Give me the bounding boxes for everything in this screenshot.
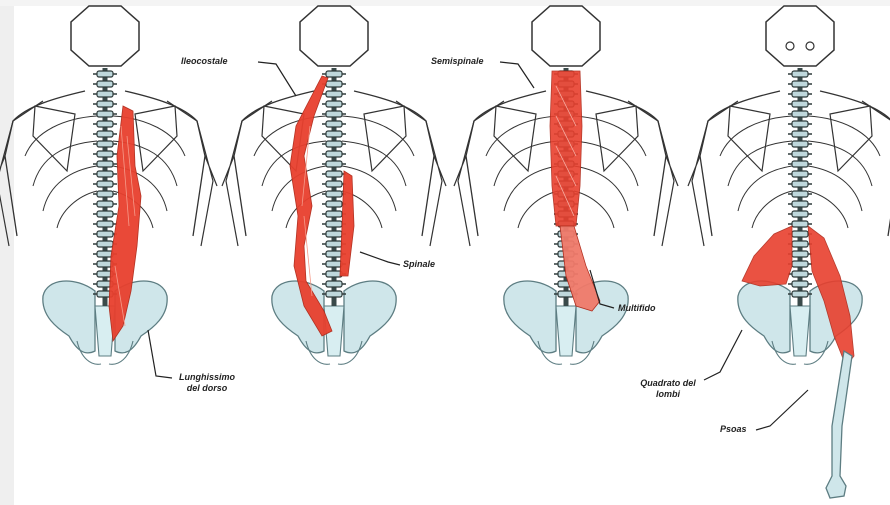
label-quadrato: Quadrato del lombi — [626, 378, 710, 400]
muscle-spinale — [340, 171, 354, 276]
label-ileocostale: Ileocostale — [181, 56, 228, 67]
muscle-quadrato-lombi — [742, 226, 792, 286]
figure-quadrato-psoas — [688, 6, 890, 498]
label-quadrato-line2: lombi — [626, 389, 710, 400]
label-quadrato-line1: Quadrato del — [626, 378, 710, 389]
femur — [826, 351, 852, 498]
label-psoas: Psoas — [720, 424, 747, 435]
figure-ileocostale — [222, 6, 446, 364]
label-lunghissimo-line2: del dorso — [166, 383, 248, 394]
label-semispinale: Semispinale — [431, 56, 484, 67]
label-lunghissimo-line1: Lunghissimo — [166, 372, 248, 383]
label-lunghissimo: Lunghissimo del dorso — [166, 372, 248, 394]
label-multifido: Multifido — [618, 303, 656, 314]
muscle-semispinale — [550, 71, 582, 226]
label-spinale: Spinale — [403, 259, 435, 270]
